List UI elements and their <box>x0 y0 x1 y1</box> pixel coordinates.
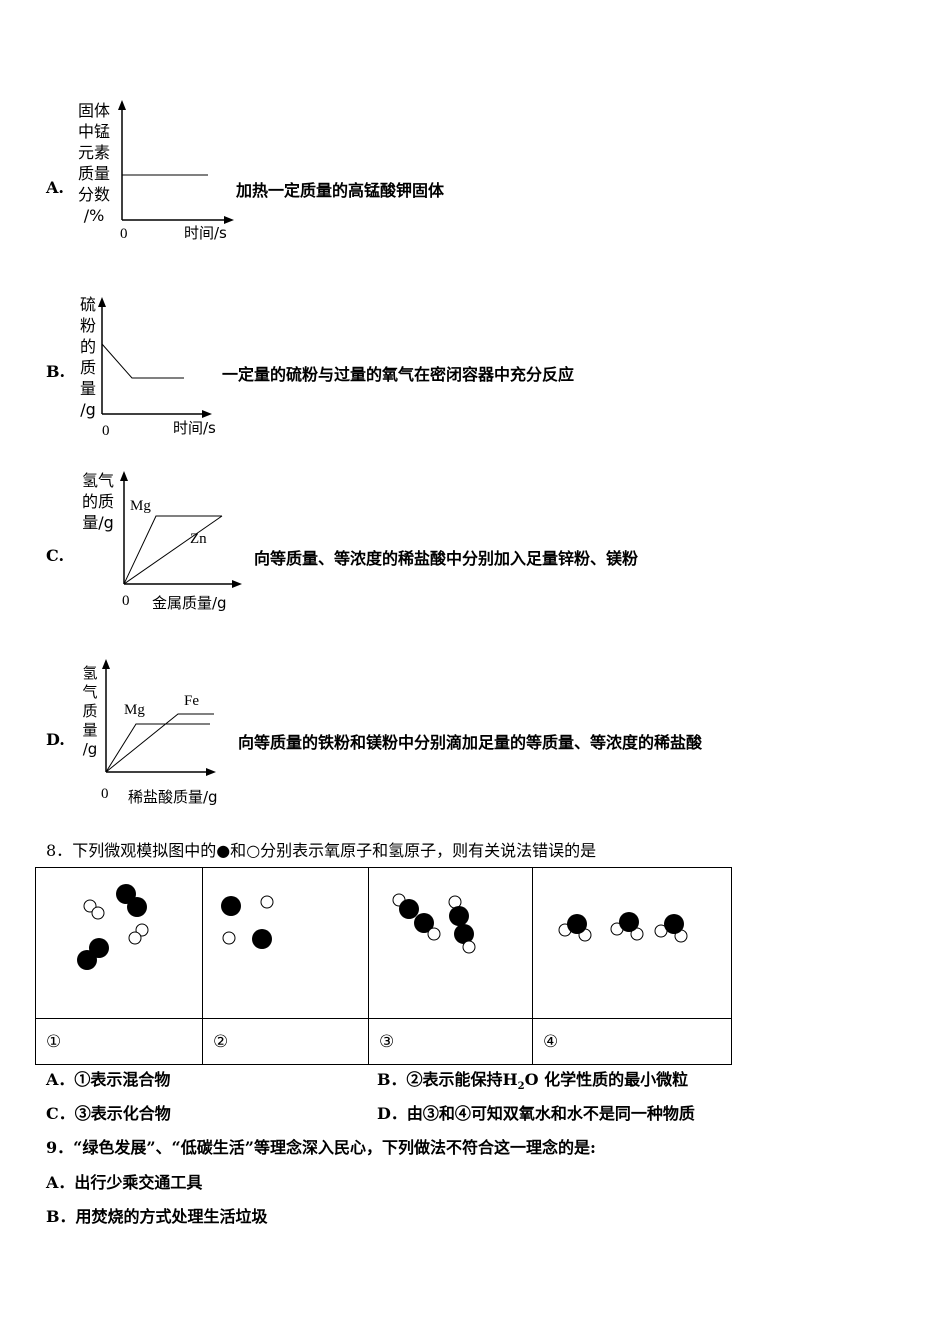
graph-c-y-label: 氢气 的质 量/g <box>81 471 114 532</box>
diagram-label-2: ② <box>202 1018 369 1065</box>
graph-c-mg-label: Mg <box>130 498 151 514</box>
option-a-caption: 加热一定质量的高锰酸钾固体 <box>236 181 445 200</box>
molecule-diagram-table: ① ② ③ ④ <box>35 867 732 1065</box>
diagram-label-1: ① <box>35 1018 203 1065</box>
graph-a-x-label: 时间/s <box>184 224 227 242</box>
diagram-3 <box>392 893 476 954</box>
graph-b-axes <box>98 297 212 418</box>
question-9-stem: 9．“绿色发展”、“低碳生活”等理念深入民心，下列做法不符合这一理念的是: <box>46 1138 596 1157</box>
option-b-letter: B. <box>46 362 66 381</box>
question-8-text-middle: 和 <box>230 841 247 860</box>
graph-d-origin: 0 <box>101 786 109 802</box>
diagram-4 <box>558 912 688 943</box>
graph-c-x-label: 金属质量/g <box>152 594 227 612</box>
graph-b-x-label: 时间/s <box>173 419 216 437</box>
graph-d-axes <box>102 659 216 776</box>
graph-a-axes <box>118 100 234 224</box>
diagram-cell-3 <box>368 867 533 1019</box>
option-c-letter: C. <box>46 546 65 565</box>
q8-option-b-formula-h: H <box>502 1070 518 1089</box>
graph-a-y-label: 固体 中锰 元素 质量 分数 /% <box>77 101 110 225</box>
q8-option-b-formula-o: O <box>524 1070 539 1089</box>
diagram-1 <box>77 884 149 970</box>
graph-c-line-zn <box>123 515 223 585</box>
diagram-2 <box>221 895 274 949</box>
question-8-text-before: 下列微观模拟图中的 <box>72 841 217 860</box>
q8-option-b-post: 化学性质的最小微粒 <box>544 1070 689 1089</box>
diagram-cell-4 <box>532 867 732 1019</box>
graph-b-y-label: 硫 粉 的 质 量 /g <box>79 295 96 419</box>
diagram-cell-2 <box>202 867 369 1019</box>
graph-c-origin: 0 <box>122 593 130 609</box>
graph-d-mg-label: Mg <box>124 702 145 718</box>
q8-option-d: D．由③和④可知双氧水和水不是同一种物质 <box>377 1104 695 1123</box>
option-d-letter: D. <box>46 730 65 749</box>
graph-d-fe-label: Fe <box>184 693 199 709</box>
open-circle-symbol: ○ <box>246 841 261 860</box>
graph-d-y-label: 氢 气 质 量 /g <box>82 664 98 758</box>
question-8-number: 8． <box>46 841 73 860</box>
q8-option-b-formula-sub: 2 <box>517 1081 525 1093</box>
filled-circle-symbol: ● <box>216 841 231 860</box>
graph-c-axes <box>120 471 242 588</box>
q9-option-a: A．出行少乘交通工具 <box>46 1173 203 1192</box>
q8-option-b: B．②表示能保持H2O 化学性质的最小微粒 <box>377 1066 688 1092</box>
graph-d-line-mg <box>105 723 210 773</box>
diagram-label-3: ③ <box>368 1018 533 1065</box>
q8-option-c: C．③表示化合物 <box>46 1104 171 1123</box>
q8-option-b-pre: B．②表示能保持 <box>377 1070 503 1089</box>
graph-c-zn-label: Zn <box>190 531 207 547</box>
graph-b-data-line <box>101 343 184 379</box>
q9-option-b: B．用焚烧的方式处理生活垃圾 <box>46 1207 268 1226</box>
graph-a-origin: 0 <box>120 226 128 242</box>
diagram-cell-1 <box>35 867 203 1019</box>
q8-option-a: A．①表示混合物 <box>46 1070 171 1089</box>
option-d-caption: 向等质量的铁粉和镁粉中分别滴加足量的等质量、等浓度的稀盐酸 <box>238 733 703 752</box>
question-8-stem: 8．下列微观模拟图中的●和○分别表示氧原子和氢原子，则有关说法错误的是 <box>46 837 596 861</box>
graph-d-x-label: 稀盐酸质量/g <box>128 788 218 806</box>
graph-d-line-fe <box>105 713 214 773</box>
diagram-label-4: ④ <box>532 1018 732 1065</box>
graph-b-origin: 0 <box>102 423 110 439</box>
option-a-letter: A. <box>46 178 64 197</box>
graph-c-line-mg <box>123 515 222 585</box>
option-b-caption: 一定量的硫粉与过量的氧气在密闭容器中充分反应 <box>222 365 575 384</box>
option-c-caption: 向等质量、等浓度的稀盐酸中分别加入足量锌粉、镁粉 <box>254 549 639 568</box>
question-8-text-after: 分别表示氧原子和氢原子，则有关说法错误的是 <box>260 841 597 860</box>
